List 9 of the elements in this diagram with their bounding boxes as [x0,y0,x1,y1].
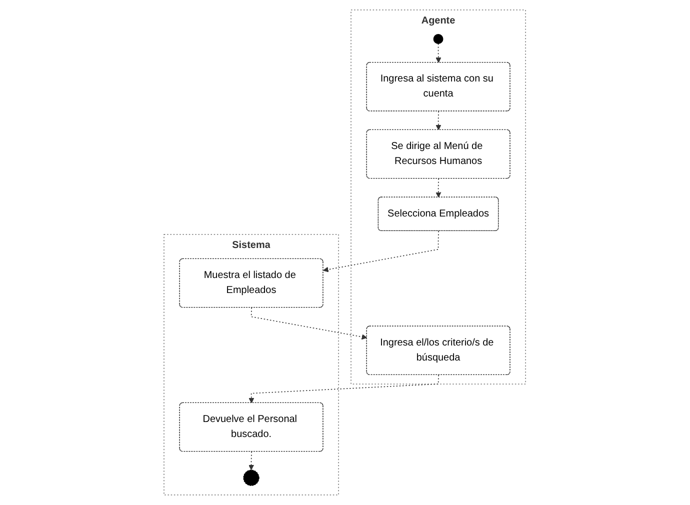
arrow [323,230,440,272]
node-bullseye [243,470,260,486]
node-circle [434,34,444,44]
arrow [436,110,442,130]
arrow [248,374,440,404]
arrow [248,451,254,470]
arrow [436,43,442,63]
arrow [251,307,368,340]
arrow [436,178,442,198]
